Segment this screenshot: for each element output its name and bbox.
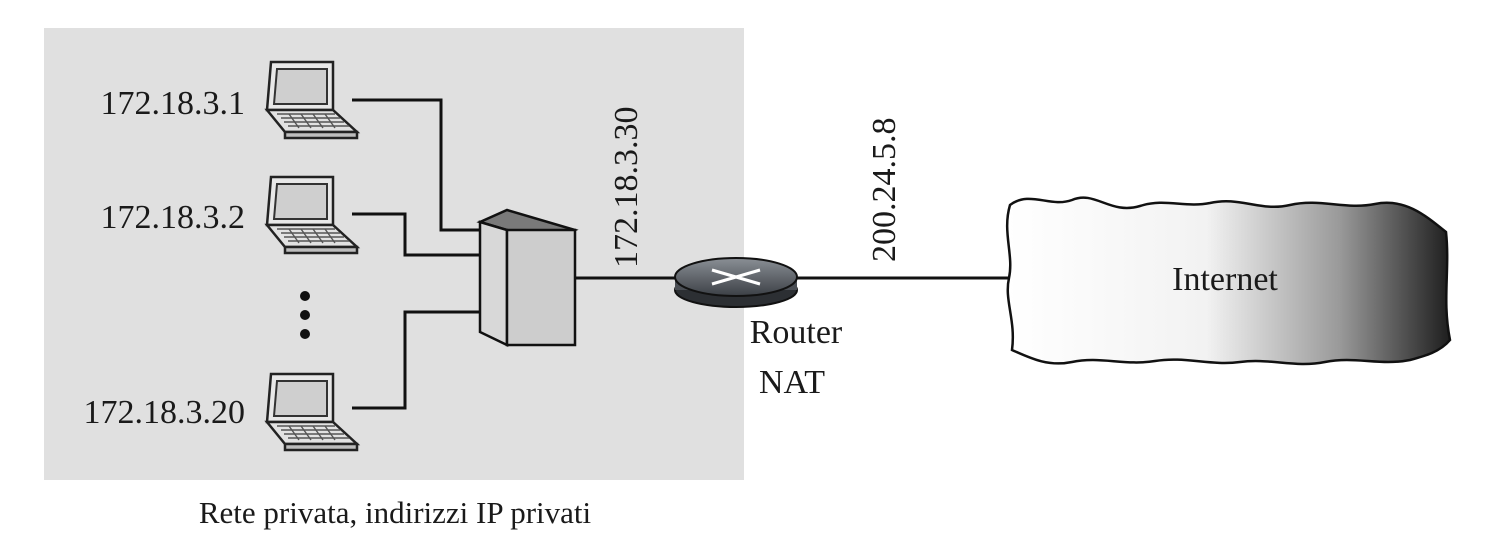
private-network-caption: Rete privata, indirizzi IP privati — [199, 495, 592, 530]
host-ip-label: 172.18.3.1 — [101, 85, 246, 122]
cloud-icon — [1005, 196, 1452, 366]
router-label: Router — [750, 314, 843, 351]
more-hosts-ellipsis — [300, 291, 310, 339]
router-label-nat: NAT — [759, 364, 825, 401]
host-ip-label: 172.18.3.20 — [84, 394, 246, 431]
router-icon — [674, 257, 798, 308]
switch-icon — [476, 208, 579, 347]
host-ip-label: 172.18.3.2 — [101, 199, 246, 236]
private-network-area — [44, 28, 744, 480]
router-public-ip: 200.24.5.8 — [866, 118, 903, 263]
internet-label: Internet — [1172, 261, 1278, 298]
router-private-ip: 172.18.3.30 — [608, 107, 645, 269]
network-links — [352, 98, 1008, 410]
